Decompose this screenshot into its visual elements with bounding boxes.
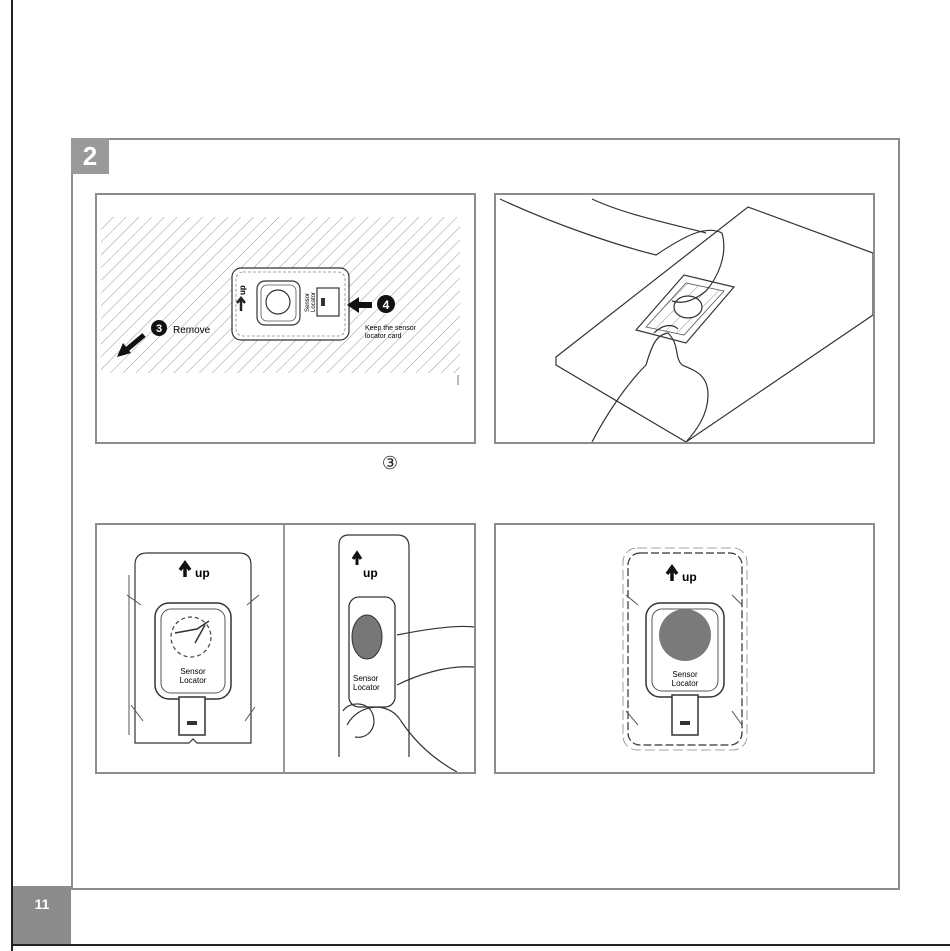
final-card-up: up bbox=[682, 570, 697, 584]
liner-sheet bbox=[556, 207, 873, 442]
sensor-locator-card-left bbox=[127, 553, 259, 743]
card-views-drawing: up Sensor Locator up Sensor Locator bbox=[97, 525, 474, 772]
illustration-card-views: up Sensor Locator up Sensor Locator bbox=[95, 523, 476, 774]
card-up-text: up bbox=[238, 285, 247, 295]
left-card-label-line1: Sensor bbox=[180, 667, 206, 676]
right-card-label-line1: Sensor bbox=[353, 674, 379, 683]
left-card-up: up bbox=[195, 566, 210, 580]
remove-liner-drawing: up Sensor Locator 3 Remove 4 Keep the se… bbox=[97, 195, 474, 442]
step3-label: Remove bbox=[173, 325, 211, 336]
illustration-sensor-placed: up Sensor Locator bbox=[494, 523, 875, 774]
circled-step-note: ③ bbox=[378, 451, 402, 475]
left-card-label-line2: Locator bbox=[180, 676, 207, 685]
sensor-disc bbox=[659, 609, 711, 661]
sensor-locator-card-small bbox=[232, 268, 349, 340]
right-card-up: up bbox=[363, 566, 378, 580]
step-number-badge: 2 bbox=[71, 138, 109, 174]
page-border-bottom bbox=[11, 944, 950, 946]
sensor-placed-drawing: up Sensor Locator bbox=[496, 525, 873, 772]
page-border-left bbox=[11, 0, 13, 951]
step3-marker: 3 bbox=[156, 323, 162, 335]
illustration-hands-peeling bbox=[494, 193, 875, 444]
step4-marker: 4 bbox=[383, 298, 390, 312]
final-card-label-line1: Sensor bbox=[672, 670, 698, 679]
hands-peeling-drawing bbox=[496, 195, 873, 442]
right-card-label-line2: Locator bbox=[353, 683, 380, 692]
final-card-label-line2: Locator bbox=[672, 679, 699, 688]
page-number-tab: 11 bbox=[13, 886, 71, 944]
illustration-remove-liner: up Sensor Locator 3 Remove 4 Keep the se… bbox=[95, 193, 476, 444]
step4-label-line2: locator card bbox=[365, 333, 402, 340]
sensor-locator-card-right bbox=[339, 535, 474, 772]
step4-label-line1: Keep the sensor bbox=[365, 325, 417, 332]
card-label-line2: Locator bbox=[311, 292, 317, 312]
